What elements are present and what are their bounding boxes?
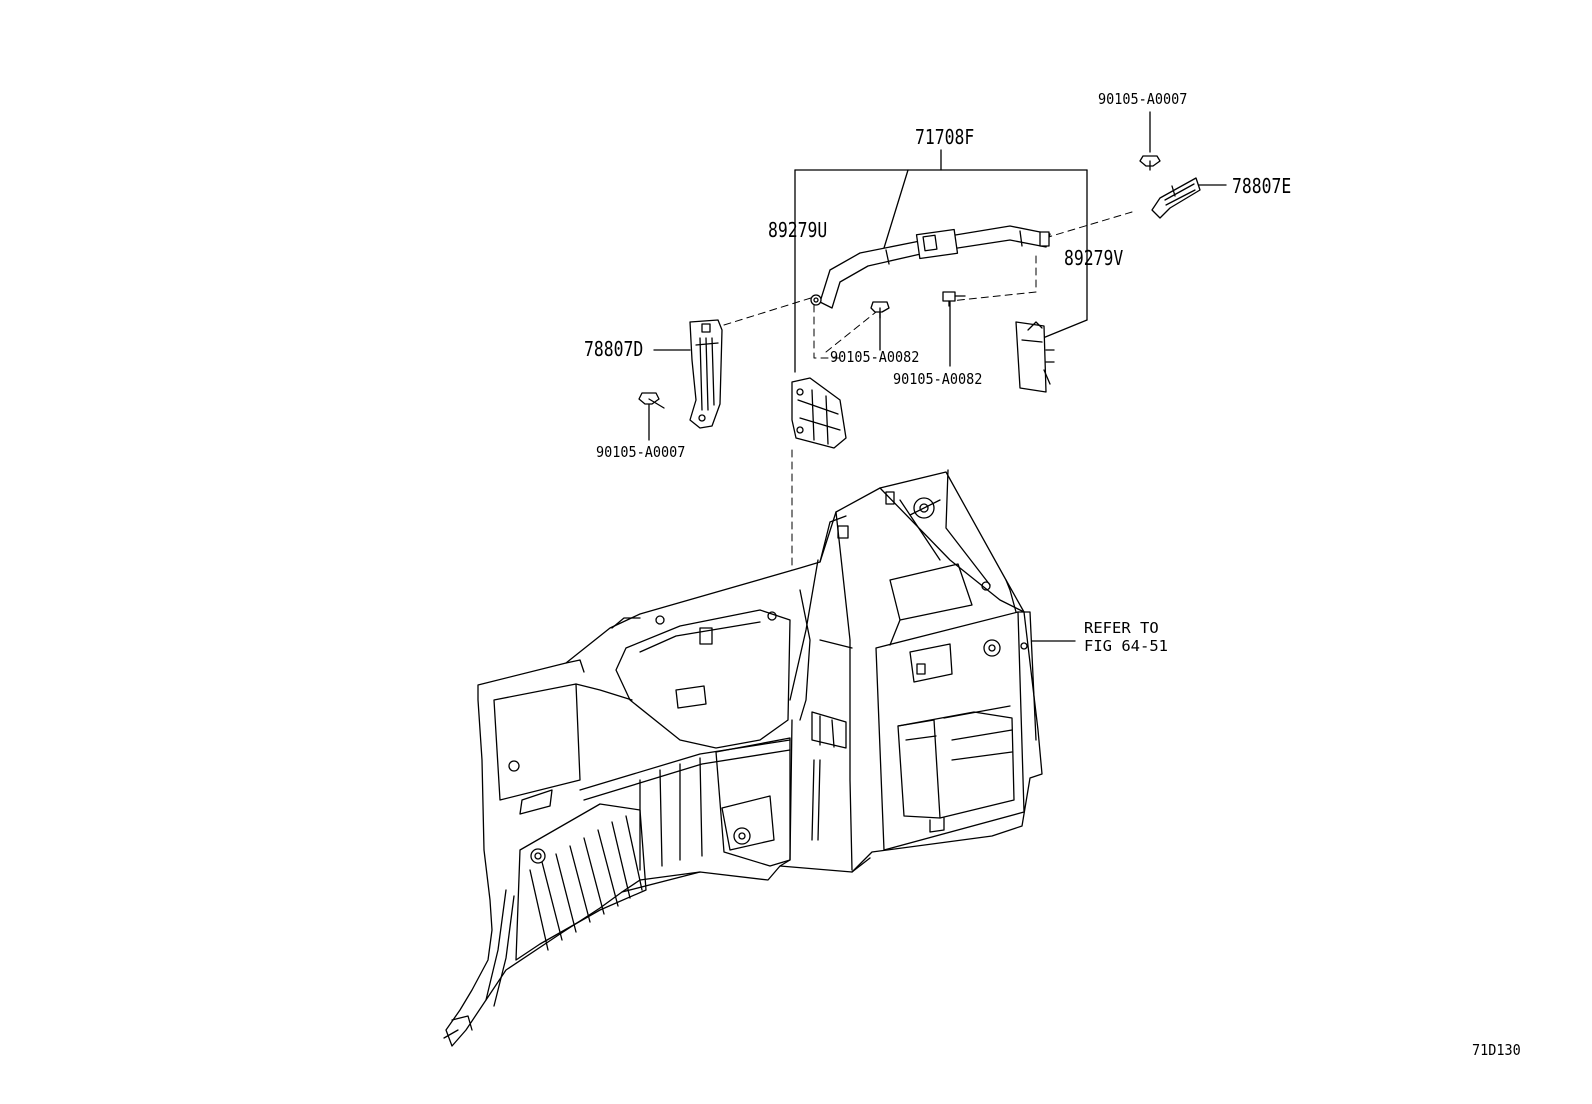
label-bolt-top-right: 90105-A0007 [1098, 90, 1188, 108]
label-78807E: 78807E [1232, 174, 1292, 198]
cover-89279U [792, 378, 846, 448]
label-89279V: 89279V [1064, 246, 1124, 270]
cover-89279V [1016, 322, 1054, 392]
label-bolt-center-1: 90105-A0082 [830, 348, 920, 366]
refer-note: REFER TO FIG 64-51 [1084, 619, 1168, 656]
belt-cover-78807E [1152, 178, 1200, 218]
label-71708F: 71708F [915, 125, 975, 149]
label-78807D: 78807D [584, 337, 644, 361]
quarter-trim-panel [444, 470, 1042, 1046]
label-89279U: 89279U [768, 218, 828, 242]
label-bolt-center-2: 90105-A0082 [893, 370, 983, 388]
seat-belt-assembly [811, 226, 1050, 308]
label-bolt-left: 90105-A0007 [596, 443, 686, 461]
bolt-icons [639, 156, 1160, 408]
belt-cover-78807D [690, 320, 722, 428]
figure-code: 71D130 [1472, 1041, 1521, 1059]
